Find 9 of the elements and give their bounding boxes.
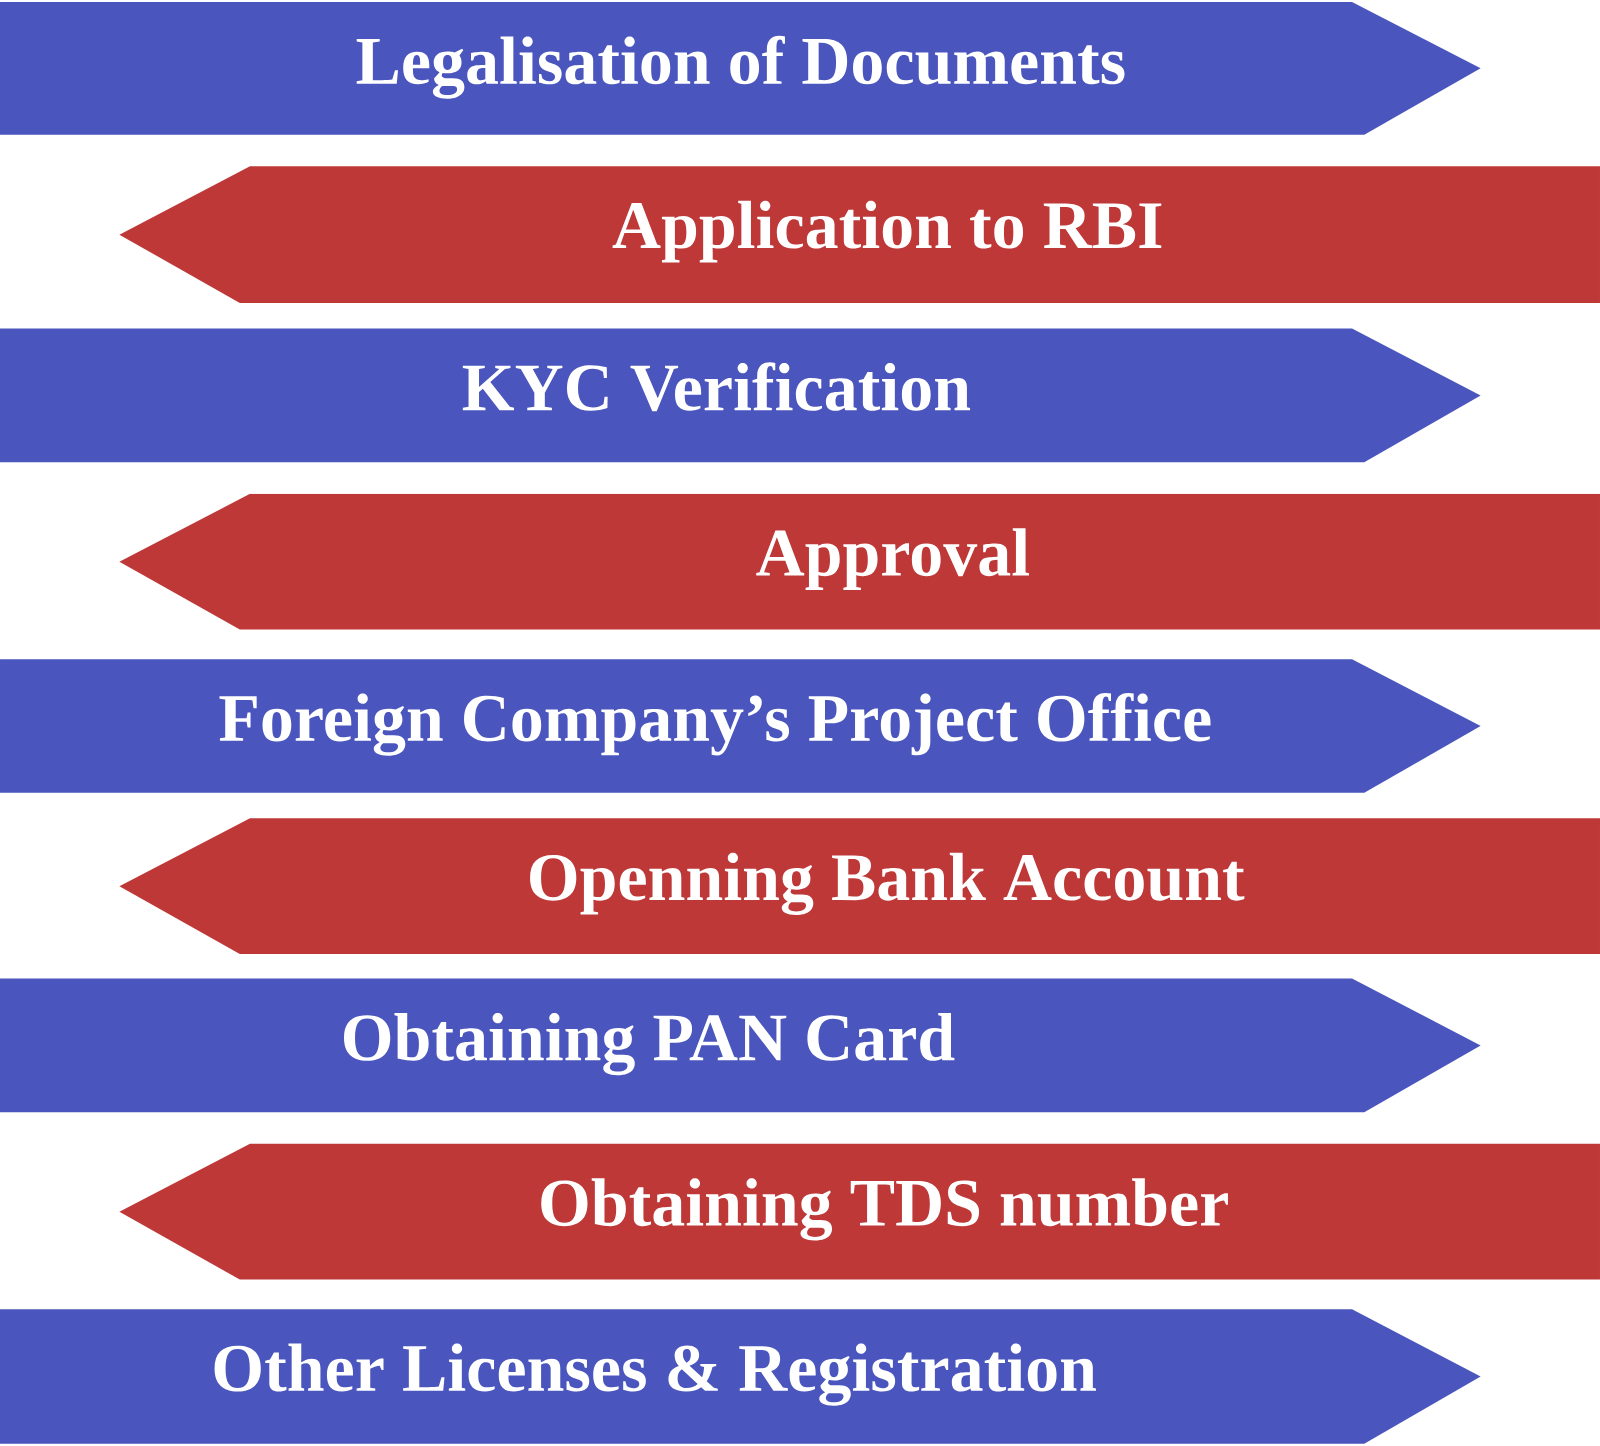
step-banner: Foreign Company’s Project Office (0, 659, 1481, 793)
step-banner: Openning Bank Account (119, 818, 1600, 955)
step-banner: Obtaining PAN Card (0, 978, 1481, 1113)
step-banner: Other Licenses & Registration (0, 1309, 1481, 1444)
step-banner: Obtaining TDS number (119, 1143, 1600, 1280)
step-banner: Application to RBI (119, 166, 1600, 304)
step-banner: Legalisation of Documents (0, 2, 1481, 135)
step-banner: KYC Verification (0, 328, 1481, 463)
step-banner: Approval (119, 493, 1600, 630)
